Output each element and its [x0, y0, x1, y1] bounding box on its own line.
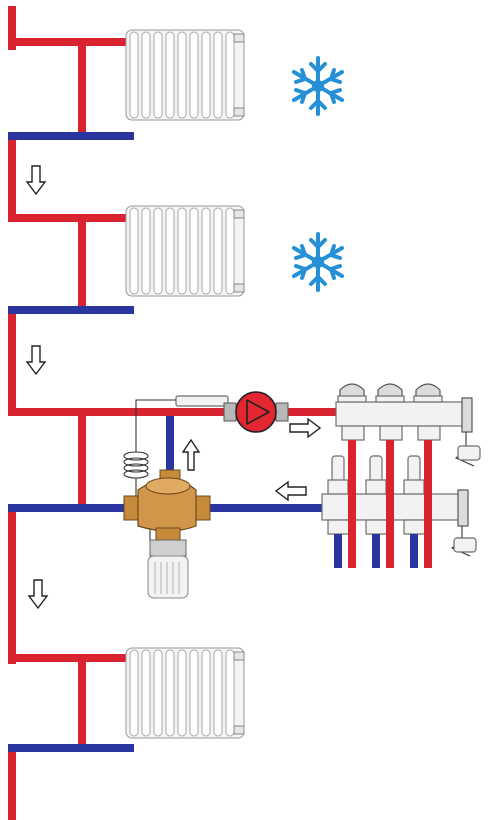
- supply-pipes: [8, 6, 338, 820]
- thermostatic-head: [147, 539, 189, 599]
- snowflake-icon: [292, 232, 344, 292]
- underfloor-manifold: [321, 383, 481, 568]
- circulation-pump-icon: [223, 391, 289, 433]
- flow-arrow-icon: [181, 438, 201, 471]
- flow-arrow-icon: [289, 417, 322, 439]
- flow-arrow-icon: [28, 579, 48, 609]
- radiator-1: [125, 29, 245, 121]
- radiator-3: [125, 647, 245, 739]
- snowflake-icon: [292, 56, 344, 116]
- flow-arrow-icon: [26, 165, 46, 195]
- radiator-2: [125, 205, 245, 297]
- three-way-mixing-valve: [123, 469, 211, 543]
- flow-arrow-icon: [274, 480, 307, 502]
- flow-arrow-icon: [26, 345, 46, 375]
